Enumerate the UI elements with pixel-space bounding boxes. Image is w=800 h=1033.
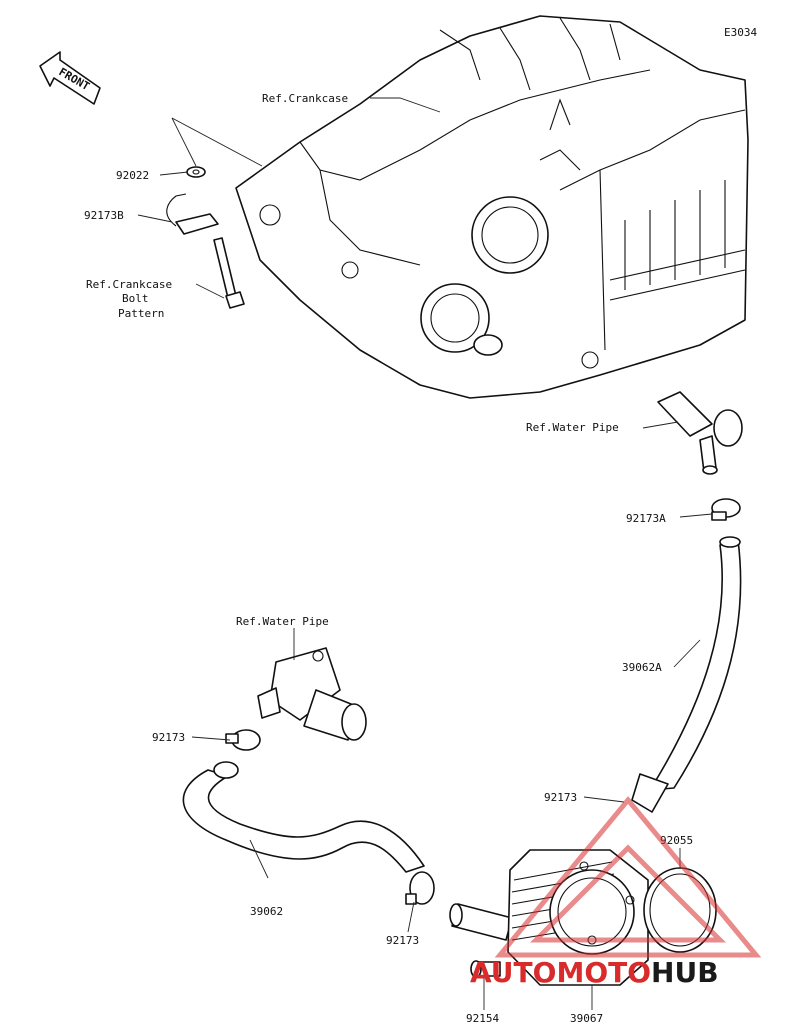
label-92055: 92055 [660, 834, 693, 847]
label-92173-mid: 92173 [386, 934, 419, 947]
hose-39062 [182, 761, 425, 873]
label-ref-crankcase: Ref.Crankcase [262, 92, 348, 105]
crankcase-drawing [235, 15, 749, 399]
clamp-92173-left [225, 729, 261, 751]
label-92173a: 92173A [626, 512, 666, 525]
label-92173-left: 92173 [152, 731, 185, 744]
front-arrow-icon: FRONT [39, 51, 101, 105]
label-92173-bottom: 92173 [544, 791, 577, 804]
clamp-92173-mid [405, 871, 435, 905]
water-pipe-left [257, 647, 367, 741]
clamp-92173b [166, 193, 219, 235]
label-39067: 39067 [570, 1012, 603, 1025]
diagram-code: E3034 [724, 26, 757, 39]
label-bolt: Bolt [122, 292, 149, 305]
clamp-92173a [711, 498, 741, 521]
bolt-92154 [470, 960, 501, 978]
label-ref-crankcase-bolt: Ref.Crankcase [86, 278, 172, 291]
label-pattern: Pattern [118, 307, 164, 320]
label-ref-water-pipe-left: Ref.Water Pipe [236, 615, 329, 628]
watermark-text: AUTOMOTOHUB [470, 956, 719, 989]
label-92022: 92022 [116, 169, 149, 182]
label-39062a: 39062A [622, 661, 662, 674]
label-92173b: 92173B [84, 209, 124, 222]
water-pipe-top [657, 391, 743, 475]
leader-lines [137, 97, 713, 1010]
watermark-moto: MOTO [556, 956, 651, 989]
watermark-auto: AUTO [470, 956, 556, 989]
label-39062: 39062 [250, 905, 283, 918]
hose-39062a [631, 536, 742, 813]
part-labels: Ref.Crankcase 92022 92173B Ref.Crankcase… [84, 92, 693, 1025]
label-92154: 92154 [466, 1012, 499, 1025]
oil-cooler-39067 [507, 849, 649, 986]
label-ref-water-pipe-top: Ref.Water Pipe [526, 421, 619, 434]
watermark-hub: HUB [651, 956, 719, 989]
watermark-logo: AUTOMOTOHUB [470, 796, 762, 989]
washer-92022 [186, 166, 206, 178]
crankcase-bolt [213, 237, 245, 309]
cooler-fitting-pipe [449, 903, 513, 941]
